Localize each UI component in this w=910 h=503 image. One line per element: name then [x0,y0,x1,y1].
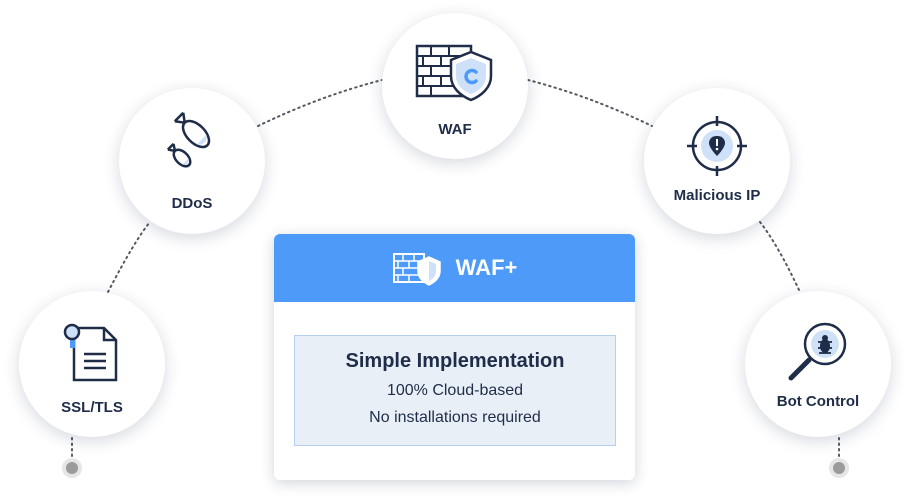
bombs-icon [166,111,211,168]
feature-title: Simple Implementation [345,350,565,372]
waf-node: WAF [382,13,528,159]
malicious-ip-node: Malicious IP [644,88,790,234]
feature-line: No installations required [369,409,541,426]
ssl-tls-node: SSL/TLS [19,291,165,437]
target-crosshair-icon [687,116,747,176]
feature-box: Simple Implementation 100% Cloud-based N… [294,335,616,446]
feature-line: 100% Cloud-based [386,382,524,399]
node-label: Malicious IP [673,187,761,204]
node-label: SSL/TLS [61,399,123,416]
node-label: WAF [438,121,472,138]
bug-magnifier-icon [788,322,847,381]
certificate-document-icon [63,323,118,382]
node-label: Bot Control [776,393,860,410]
card-header: WAF+ [274,234,635,302]
node-label: DDoS [171,195,213,212]
firewall-shield-icon [392,253,441,286]
waf-plus-card: WAF+ Simple Implementation 100% Cloud-ba… [274,234,635,480]
ddos-node: DDoS [119,88,265,234]
bot-control-node: Bot Control [745,291,891,437]
card-title: WAF+ [455,255,518,280]
firewall-shield-icon [415,44,493,102]
